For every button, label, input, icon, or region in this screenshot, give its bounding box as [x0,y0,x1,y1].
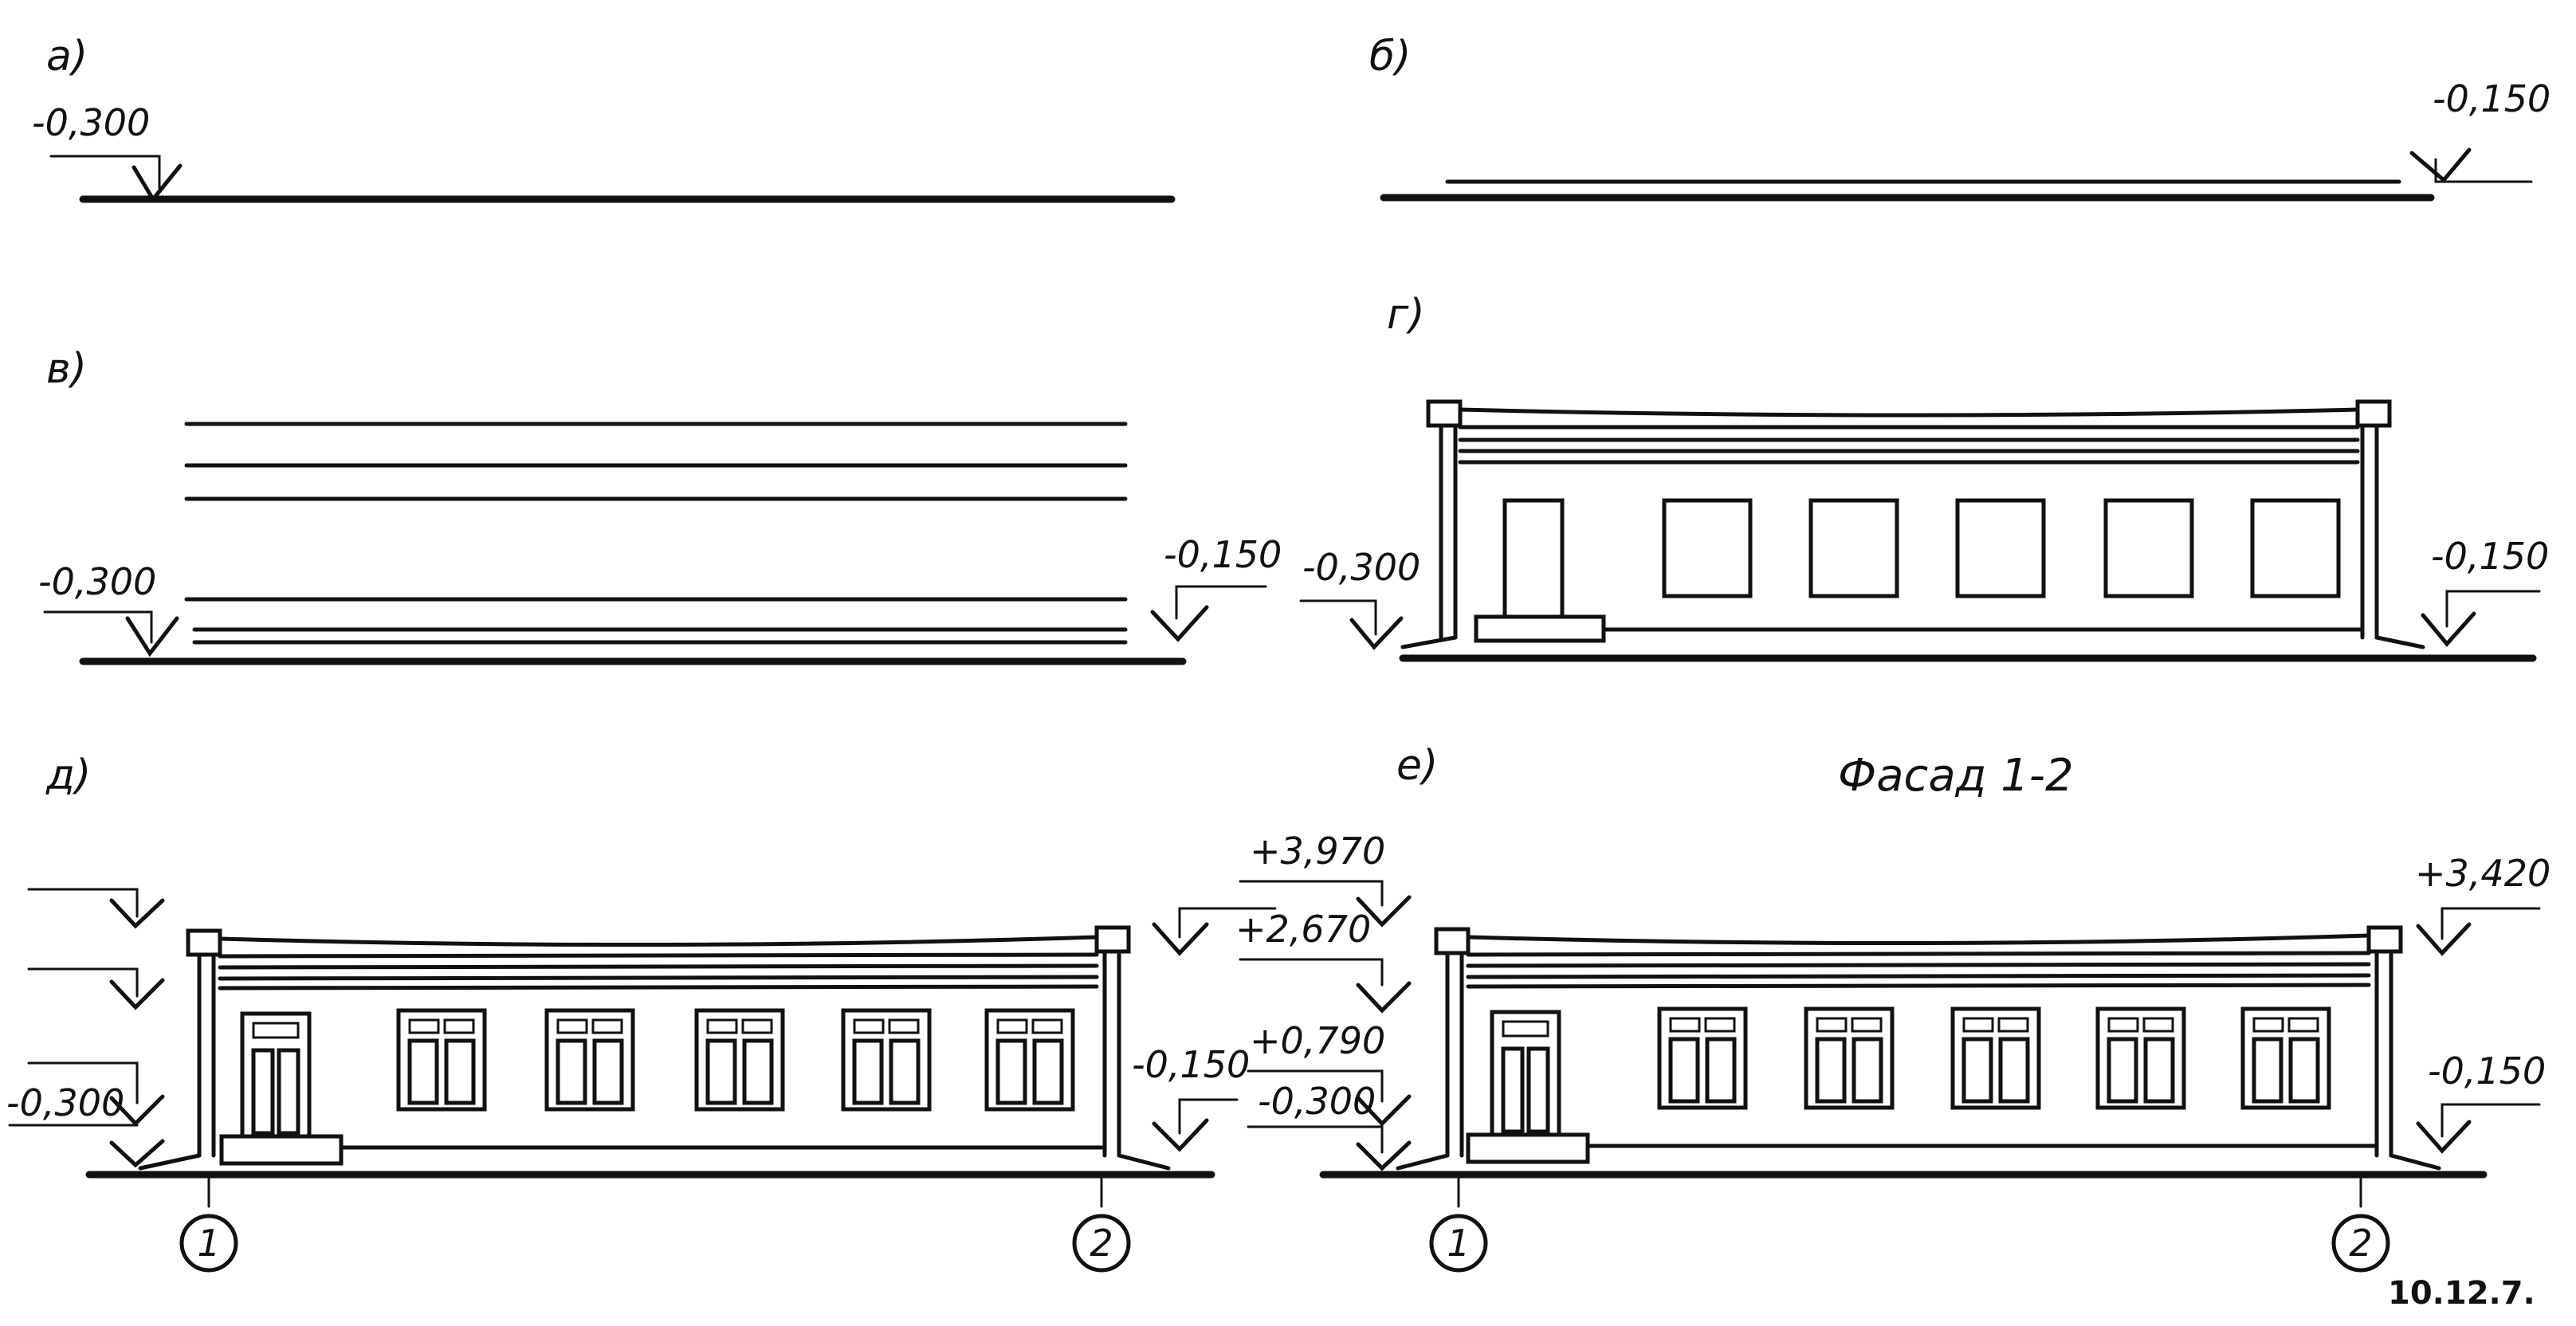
axis-marker-d-1: 1 [179,1173,238,1273]
window-g-5 [2250,498,2341,598]
level-mark-b [2409,147,2533,183]
level-plus-0790: +0,790 [1250,1019,1385,1062]
level-mark-v-right [1150,585,1267,642]
panel-e: е) Фасад 1-2 +3,420 -0,150 [1319,742,2550,1273]
door-d [240,1011,312,1139]
level-plus-3970: +3,970 [1250,830,1385,873]
panel-a: а) -0,300 [32,33,1176,203]
panel-g-label: г) [1387,291,1425,339]
window-e-5 [2240,1006,2331,1110]
window-g-4 [2103,498,2194,598]
window-g-2 [1808,498,1899,598]
panel-d-level-right: -0,150 [1132,1043,1250,1086]
horizontal-lines-v [184,422,1128,645]
level-mark-g-right [2421,590,2541,647]
panel-g-level-right: -0,150 [2431,535,2549,578]
level-mark-v-left [43,610,179,657]
level-mark-e-top [2416,907,2541,956]
window-d-2 [544,1008,635,1112]
axis-marker-d-2: 2 [1072,1173,1131,1273]
panel-g: г) -0,300 -0,150 [1299,291,2549,662]
porch-d [219,1134,344,1166]
panel-e-label: е) [1396,742,1438,790]
panel-v-level-right: -0,150 [1164,533,1282,576]
window-e-2 [1804,1006,1895,1110]
window-e-3 [1950,1006,2041,1110]
building-e [1434,925,2403,1164]
building-g [1426,399,2392,643]
svg-text:2: 2 [1090,1222,1113,1265]
panel-a-label: а) [46,33,88,80]
window-d-1 [396,1008,487,1112]
panel-g-level-left: -0,300 [1302,546,1420,589]
panel-d: д) -0,300 -0,150 [6,751,1277,1273]
panel-v: в) -0,300 -0,150 [38,345,1282,665]
panel-d-label: д) [45,751,91,799]
level-mark-g-left [1299,599,1404,650]
door-e [1490,1010,1561,1137]
facade-title: Фасад 1-2 [1838,750,2074,802]
level-mark-e-right [2416,1103,2541,1154]
window-e-1 [1657,1006,1748,1110]
panel-e-level-top: +3,420 [2415,852,2550,895]
panel-v-level-left: -0,300 [38,560,156,603]
porch-g [1474,614,1606,643]
panel-a-level: -0,300 [32,101,150,144]
panel-b-label: б) [1369,33,1411,80]
level-mark-d-right-upper [1152,907,1277,956]
porch-e [1466,1132,1590,1164]
panel-b: б) -0,150 [1369,33,2550,202]
door-g [1502,498,1565,619]
level-mark-a [49,155,183,203]
level-mark-d-right [1152,1098,1239,1152]
axis-marker-e-1: 1 [1429,1173,1488,1273]
window-e-4 [2095,1006,2186,1110]
level-marks-d-left [8,888,165,1168]
window-d-4 [841,1008,932,1112]
svg-text:1: 1 [197,1222,220,1265]
middle-levels: +3,970 +2,670 +0,790 -0,300 [1235,830,1412,1171]
svg-text:1: 1 [1447,1222,1470,1265]
panel-b-level: -0,150 [2433,77,2550,120]
window-g-3 [1955,498,2046,598]
svg-text:2: 2 [2349,1222,2372,1265]
building-d [186,925,1131,1166]
window-d-5 [984,1008,1075,1112]
window-d-3 [694,1008,785,1112]
panel-e-level-right: -0,150 [2428,1049,2546,1093]
figure-number: 10.12.7. [2388,1275,2535,1312]
window-g-1 [1662,498,1753,598]
panel-d-level-left: -0,300 [6,1081,124,1124]
panel-v-label: в) [46,345,87,393]
level-plus-2670: +2,670 [1235,908,1371,951]
level-minus-0300: -0,300 [1258,1080,1376,1123]
axis-marker-e-2: 2 [2331,1173,2390,1273]
